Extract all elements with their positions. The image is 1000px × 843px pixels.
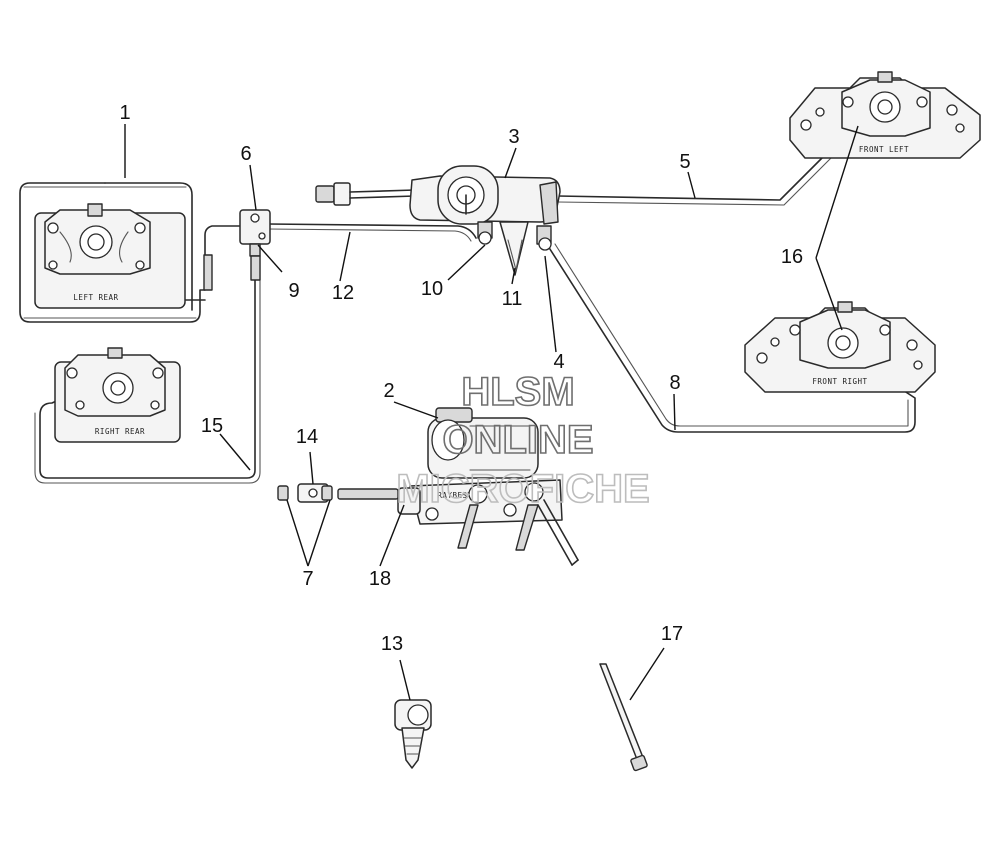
master-cylinder: RAYBESTOS: [337, 407, 579, 566]
callout-18: 18: [369, 568, 391, 590]
caliper-label-front-left: FRONT LEFT: [859, 145, 909, 154]
master-cylinder-marking: RAYBESTOS: [437, 491, 482, 500]
callout-11: 11: [502, 288, 523, 310]
callout-7: 7: [302, 568, 313, 590]
callout-3: 3: [508, 126, 519, 148]
part-17-rod: [599, 663, 648, 772]
brake-line-rear-supply: [267, 223, 477, 239]
caliper-label-front-right: FRONT RIGHT: [812, 377, 867, 386]
brake-tee-fitting: [203, 209, 271, 291]
caliper-label-right-rear: RIGHT REAR: [95, 427, 145, 436]
callout-10: 10: [421, 278, 443, 300]
watermark-line-2: ONLINE: [442, 418, 593, 462]
watermark-line-3: MICROFICHE: [396, 467, 649, 511]
callout-numbers: 1 2 3 4 5 6 7 8 9 10 11 12 13 14 15 16 1…: [119, 102, 803, 655]
callout-2: 2: [383, 380, 394, 402]
callout-14: 14: [296, 426, 318, 448]
leader-lines: [124, 124, 859, 701]
caliper-front-right: FRONT RIGHT: [744, 301, 936, 393]
callout-17: 17: [661, 623, 683, 645]
caliper-left-rear: LEFT REAR: [34, 203, 186, 309]
watermark: HLSM ONLINE MICROFICHE: [396, 369, 651, 512]
callout-9: 9: [288, 280, 299, 302]
callout-4: 4: [553, 351, 564, 373]
caliper-right-rear: RIGHT REAR: [54, 347, 181, 443]
part-13-clip: [394, 699, 432, 769]
callout-12: 12: [332, 282, 354, 304]
watermark-line-1: HLSM: [461, 370, 574, 414]
callout-1: 1: [119, 102, 130, 124]
brake-line-front-right: [547, 245, 916, 433]
caliper-label-left-rear: LEFT REAR: [73, 293, 118, 302]
caliper-front-left: FRONT LEFT: [789, 71, 981, 159]
brake-valve-assembly: [315, 165, 561, 276]
callout-6: 6: [240, 143, 251, 165]
callout-5: 5: [679, 151, 690, 173]
callout-13: 13: [381, 633, 403, 655]
brake-line-left-rear: [19, 182, 244, 323]
brake-line-right-rear: [39, 244, 256, 479]
callout-16: 16: [781, 246, 803, 268]
clevis-and-pins: [277, 483, 333, 503]
callout-8: 8: [669, 372, 680, 394]
callout-15: 15: [201, 415, 223, 437]
